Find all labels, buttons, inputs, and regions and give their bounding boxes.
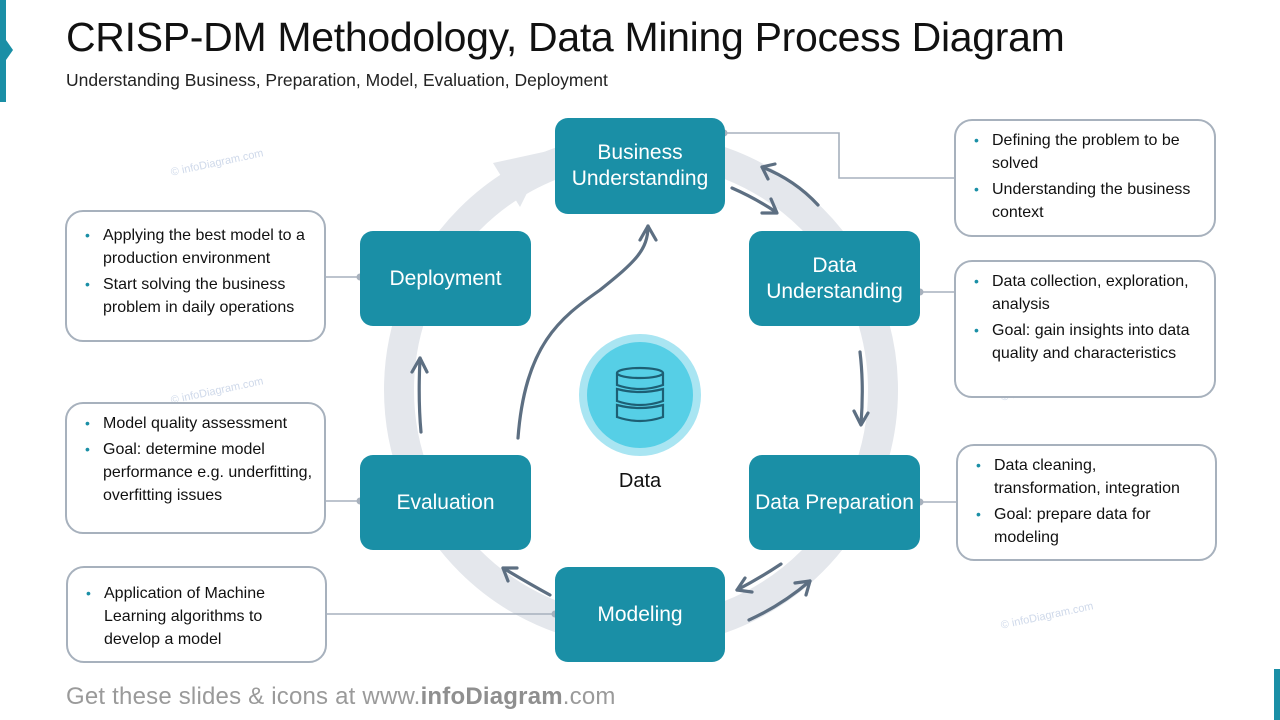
arrow-evaluation-to-deployment (417, 356, 423, 434)
data-label: Data (618, 470, 662, 492)
arrowhead (501, 566, 519, 583)
left-accent-bar (0, 0, 6, 102)
note-item: •Start solving the business problem in d… (83, 273, 314, 319)
stage-data-understanding[interactable]: Data Understanding (749, 231, 920, 326)
data-circle (579, 334, 701, 456)
note-item: •Data collection, exploration, analysis (972, 270, 1204, 316)
right-accent-bar (1274, 669, 1280, 720)
bullet-icon: • (974, 132, 979, 148)
bullet-icon: • (85, 441, 90, 457)
note-item: •Goal: gain insights into data quality a… (972, 319, 1204, 365)
arrow-business-to-data-understanding (730, 186, 778, 214)
note-data-understanding: •Data collection, exploration, analysis … (954, 260, 1216, 398)
arrowhead (760, 162, 777, 181)
arrowhead (735, 576, 754, 594)
note-item: •Understanding the business context (972, 178, 1204, 224)
stage-data-preparation[interactable]: Data Preparation (749, 455, 920, 550)
note-data-preparation: •Data cleaning, transformation, integrat… (956, 444, 1217, 561)
bullet-icon: • (974, 273, 979, 289)
bullet-icon: • (85, 227, 90, 243)
ring-arrowhead (493, 151, 548, 207)
stage-deployment[interactable]: Deployment (360, 231, 531, 326)
connector-business (724, 132, 956, 179)
arrowhead (638, 224, 658, 242)
arrowhead (852, 409, 870, 427)
bullet-icon: • (974, 181, 979, 197)
arrow-evaluation-to-business (516, 224, 650, 440)
bullet-icon: • (86, 585, 91, 601)
note-item: •Goal: determine model performance e.g. … (83, 438, 314, 507)
stage-modeling[interactable]: Modeling (555, 567, 725, 662)
flow-arrows (410, 162, 870, 622)
arrow-data-understanding-to-business (760, 165, 820, 207)
stage-evaluation[interactable]: Evaluation (360, 455, 531, 550)
note-item: •Model quality assessment (83, 412, 314, 435)
database-icon (615, 366, 665, 423)
footer-brand-link[interactable]: infoDiagram (420, 683, 563, 710)
left-accent-tip (6, 40, 13, 60)
arrow-modeling-to-evaluation (501, 566, 552, 597)
bullet-icon: • (974, 322, 979, 338)
connector-lines (326, 132, 958, 615)
arrow-preparation-to-modeling (735, 562, 783, 592)
note-item: •Defining the problem to be solved (972, 129, 1204, 175)
bullet-icon: • (85, 276, 90, 292)
arrow-data-understanding-to-preparation (858, 350, 864, 426)
bullet-icon: • (976, 457, 981, 473)
page-title: CRISP-DM Methodology, Data Mining Proces… (66, 14, 1065, 60)
bullet-icon: • (976, 506, 981, 522)
arrowhead (410, 356, 429, 374)
note-item: •Application of Machine Learning algorit… (84, 582, 315, 651)
footer-promo: Get these slides & icons at www.infoDiag… (66, 683, 616, 710)
note-evaluation: •Model quality assessment •Goal: determi… (65, 402, 326, 534)
arrowhead (793, 579, 812, 597)
note-business-understanding: •Defining the problem to be solved •Unde… (954, 119, 1216, 237)
note-item: •Goal: prepare data for modeling (974, 503, 1205, 549)
note-deployment: •Applying the best model to a production… (65, 210, 326, 342)
data-circle-inner (587, 342, 693, 448)
arrow-modeling-to-preparation (747, 579, 812, 622)
note-modeling: •Application of Machine Learning algorit… (66, 566, 327, 663)
bullet-icon: • (85, 415, 90, 431)
note-item: •Data cleaning, transformation, integrat… (974, 454, 1205, 500)
note-item: •Applying the best model to a production… (83, 224, 314, 270)
arrowhead (760, 197, 779, 215)
page-subtitle: Understanding Business, Preparation, Mod… (66, 70, 608, 90)
stage-business-understanding[interactable]: Business Understanding (555, 118, 725, 214)
